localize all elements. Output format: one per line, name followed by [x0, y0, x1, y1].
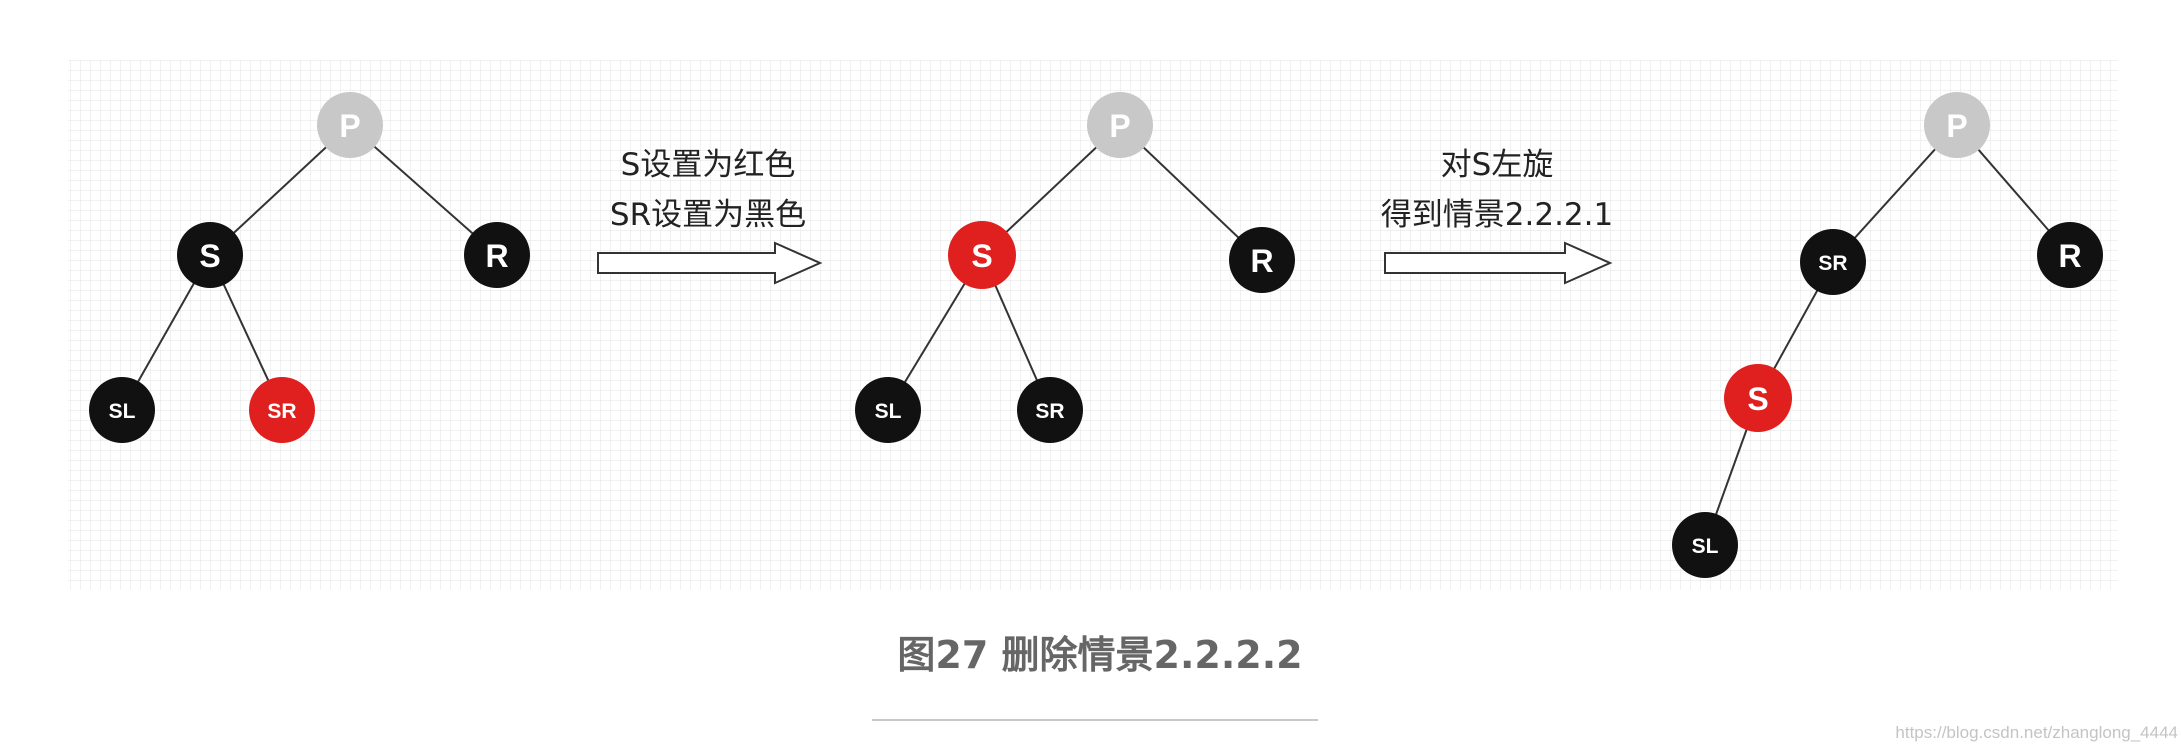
node-s [948, 221, 1016, 289]
step-1-line-1: S设置为红色 [621, 147, 796, 183]
node-sr-label: SR [1035, 400, 1064, 423]
node-sl [1672, 512, 1738, 578]
node-sr-label: SR [267, 400, 296, 423]
figure-caption: 图27 删除情景2.2.2.2 [897, 633, 1302, 677]
node-sl-label: SL [109, 400, 136, 423]
node-s-label: S [199, 238, 220, 274]
node-s-label: S [1747, 381, 1768, 417]
node-r [464, 222, 530, 288]
node-sr [1800, 229, 1866, 295]
node-p-label: P [1109, 108, 1130, 144]
step-2: 对S左旋 得到情景2.2.2.1 [1381, 147, 1613, 285]
grid-background [68, 60, 2118, 590]
node-sl [855, 377, 921, 443]
node-p [1924, 92, 1990, 158]
step-2-arrow [1384, 241, 1613, 285]
tree-panel-3: P SR R S SL [1672, 92, 2103, 578]
node-p [317, 92, 383, 158]
node-s [177, 222, 243, 288]
node-p [1087, 92, 1153, 158]
node-r-label: R [485, 238, 508, 274]
node-s-label: S [971, 238, 992, 274]
watermark: https://blog.csdn.net/zhanglong_4444 [1895, 723, 2178, 742]
node-sr [1017, 377, 1083, 443]
step-1-arrow [597, 241, 823, 285]
tree-panel-2: P S R SL SR [855, 92, 1295, 443]
node-sl-label: SL [1692, 535, 1719, 558]
node-sl-label: SL [875, 400, 902, 423]
node-r-label: R [1250, 243, 1273, 279]
node-r [1229, 227, 1295, 293]
step-1-line-2: SR设置为黑色 [610, 197, 806, 233]
node-sr [249, 377, 315, 443]
node-r [2037, 222, 2103, 288]
step-1: S设置为红色 SR设置为黑色 [597, 147, 823, 285]
node-sr-label: SR [1818, 252, 1847, 275]
step-2-line-1: 对S左旋 [1441, 147, 1554, 183]
step-2-line-2: 得到情景2.2.2.1 [1381, 197, 1613, 233]
node-p-label: P [1946, 108, 1967, 144]
tree-panel-1: P S R SL SR [89, 92, 530, 443]
node-sl [89, 377, 155, 443]
node-r-label: R [2058, 238, 2081, 274]
node-p-label: P [339, 108, 360, 144]
node-s [1724, 364, 1792, 432]
